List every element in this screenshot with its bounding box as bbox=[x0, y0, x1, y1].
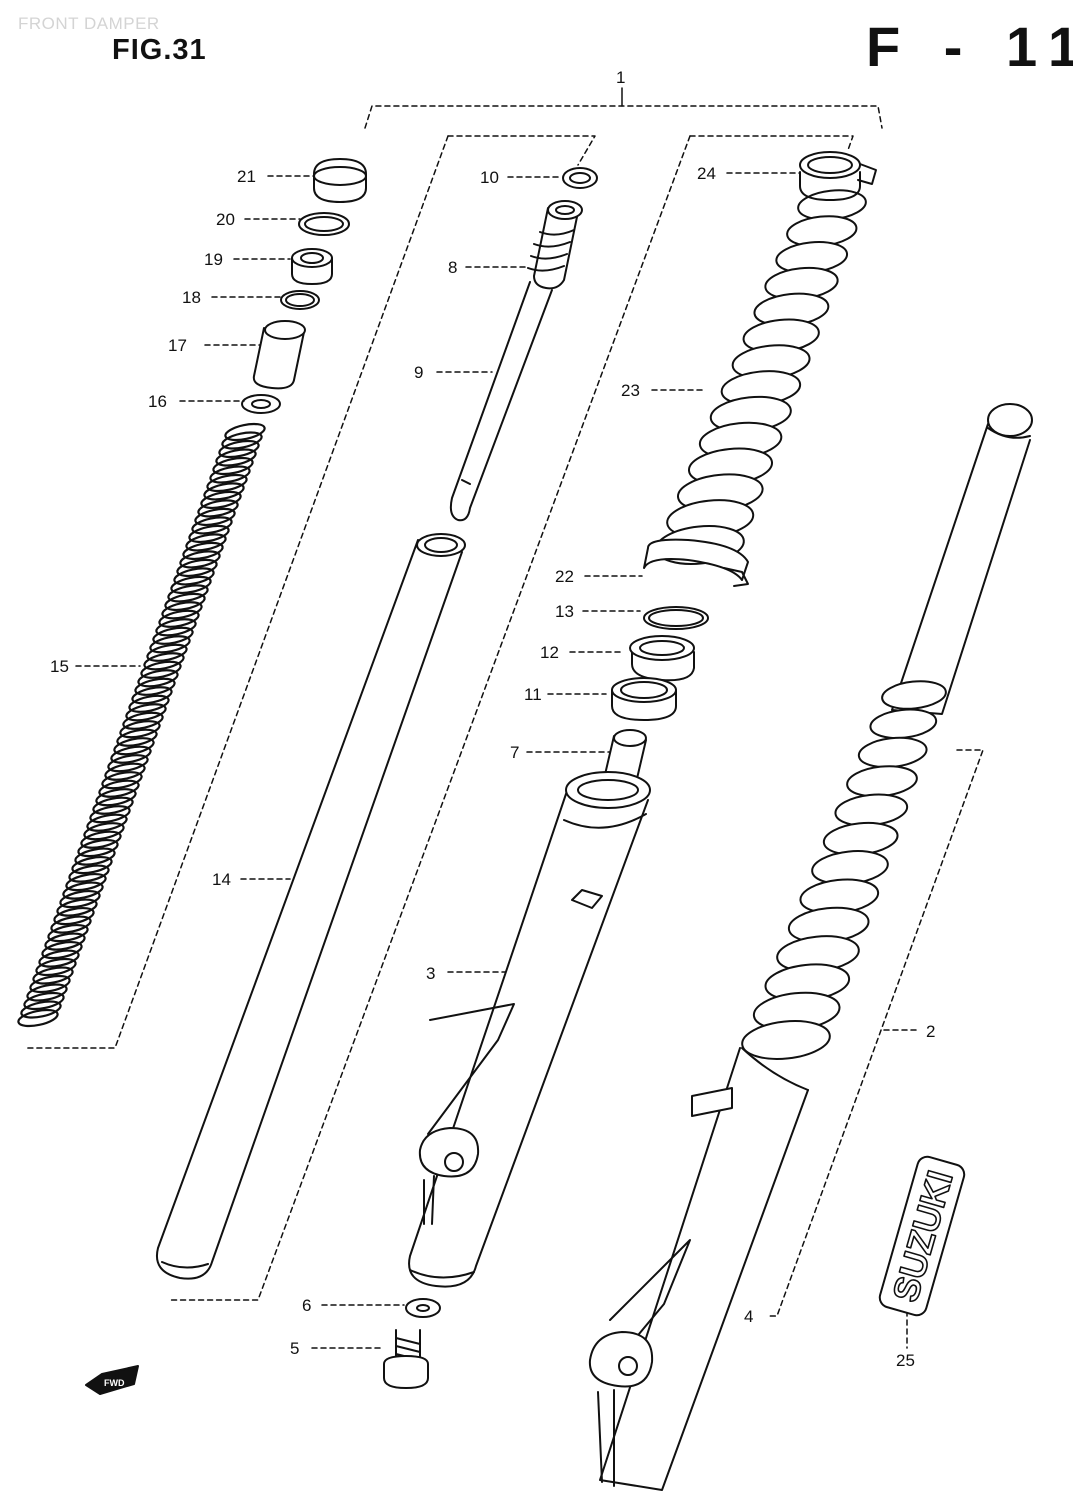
callout-10: 10 bbox=[480, 168, 499, 187]
callout-6: 6 bbox=[302, 1296, 311, 1315]
callout-1: 1 bbox=[616, 68, 625, 87]
callout-3: 3 bbox=[426, 964, 435, 983]
callout-22: 22 bbox=[555, 567, 574, 586]
washer-16 bbox=[241, 394, 281, 414]
dust-boot-2 bbox=[741, 680, 947, 1060]
callout-9: 9 bbox=[414, 363, 423, 382]
callout-19: 19 bbox=[204, 250, 223, 269]
callout-23: 23 bbox=[621, 381, 640, 400]
clamp-22 bbox=[643, 538, 749, 587]
piston-ring-8 bbox=[527, 200, 583, 290]
bolt-5 bbox=[383, 1329, 429, 1389]
page-code: F - 11 bbox=[866, 15, 1073, 78]
leader-lines bbox=[25, 135, 984, 1349]
inner-tube-2 bbox=[891, 403, 1033, 715]
callout-7: 7 bbox=[510, 743, 519, 762]
callouts: 1 2 3 4 5 6 7 8 9 10 11 12 13 14 15 16 1… bbox=[50, 68, 935, 1370]
section-watermark: FRONT DAMPER bbox=[18, 14, 160, 33]
clamp-24 bbox=[799, 151, 877, 201]
callout-13: 13 bbox=[555, 602, 574, 621]
fwd-label: FWD bbox=[104, 1378, 125, 1388]
callout-12: 12 bbox=[540, 643, 559, 662]
callout-20: 20 bbox=[216, 210, 235, 229]
assembly-bracket-1 bbox=[364, 87, 883, 129]
callout-5: 5 bbox=[290, 1339, 299, 1358]
callout-21: 21 bbox=[237, 167, 256, 186]
circlip-13 bbox=[643, 606, 709, 630]
callout-15: 15 bbox=[50, 657, 69, 676]
collar-17 bbox=[252, 320, 306, 390]
o-ring-20 bbox=[298, 212, 350, 236]
callout-16: 16 bbox=[148, 392, 167, 411]
spacer-19 bbox=[291, 248, 333, 285]
callout-11: 11 bbox=[524, 685, 542, 704]
inner-tube-14 bbox=[156, 533, 466, 1280]
callout-17: 17 bbox=[168, 336, 187, 355]
callout-18: 18 bbox=[182, 288, 201, 307]
oil-seal-11 bbox=[611, 677, 677, 721]
damper-rod-9 bbox=[449, 281, 553, 522]
fork-spring-15 bbox=[17, 422, 266, 1028]
outer-tube-4 bbox=[588, 1047, 809, 1491]
washer-10 bbox=[562, 167, 598, 189]
callout-8: 8 bbox=[448, 258, 457, 277]
callout-24: 24 bbox=[697, 164, 716, 183]
brand-label: SUZUKI bbox=[884, 1166, 960, 1306]
callout-2: 2 bbox=[926, 1022, 935, 1041]
callout-25: 25 bbox=[896, 1351, 915, 1370]
callout-14: 14 bbox=[212, 870, 231, 889]
washer-6 bbox=[405, 1298, 441, 1318]
ring-18 bbox=[280, 290, 320, 310]
outer-tube-3 bbox=[408, 771, 651, 1288]
cap-21 bbox=[313, 158, 367, 203]
fwd-arrow-icon: FWD bbox=[85, 1365, 139, 1395]
dust-boot-23 bbox=[655, 189, 867, 565]
oil-seal-12 bbox=[629, 635, 695, 682]
suzuki-decal-25: SUZUKI bbox=[878, 1155, 966, 1317]
figure-label: FIG.31 bbox=[112, 34, 207, 66]
callout-4: 4 bbox=[744, 1307, 753, 1326]
